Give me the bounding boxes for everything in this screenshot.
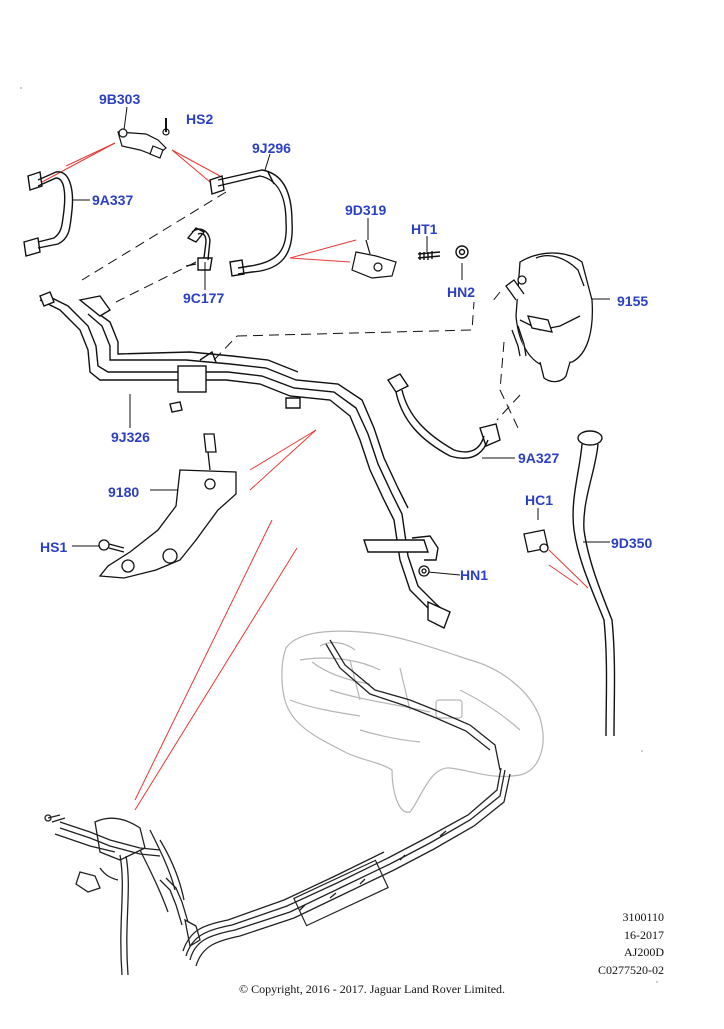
connector-9C177 [185,227,213,271]
callout-HS1: HS1 [40,539,68,555]
copyright-notice: © Copyright, 2016 - 2017. Jaguar Land Ro… [238,982,506,996]
callout-9180: 9180 [108,484,140,500]
callout-9C177: 9C177 [183,290,225,306]
callout-9J296: 9J296 [252,140,291,156]
callout-HN1: HN1 [460,567,489,583]
callout-HS2: HS2 [186,111,214,127]
leader-lines-red [41,142,589,811]
canister-9155 [505,252,594,383]
reference-code: 3100110 [622,910,664,924]
hose-9A327 [386,373,501,459]
hose-9J296 [209,169,293,277]
reference-illustration: C0277520-02 [598,962,664,977]
callout-9A327: 9A327 [518,450,560,466]
bolt-HT1 [417,251,441,260]
pipe-bundle-9J326 [39,291,451,629]
callout-9J326: 9J326 [111,429,150,445]
fuel-line-assembly-overview [44,639,511,976]
reference-date: 16-2017 [624,927,664,942]
callout-HT1: HT1 [411,221,438,237]
callout-9155: 9155 [617,293,649,309]
reference-engine: AJ200D [623,945,664,959]
nut-HN1 [418,565,430,577]
callout-9D319: 9D319 [345,202,387,218]
fuel-tank-ghost [281,630,544,813]
bracket-9D319 [351,239,397,279]
callout-9D350: 9D350 [611,535,653,551]
fill-pipe-9D350 [572,430,616,737]
callout-HC1: HC1 [525,492,554,508]
callout-HN2: HN2 [447,284,476,300]
bracket-9B303 [117,118,170,159]
bracket-9180 [98,433,237,579]
bolt-HS1 [98,539,125,553]
callout-9B303: 9B303 [99,91,141,107]
clip-HC1 [523,529,549,553]
callout-9A337: 9A337 [92,192,134,208]
reference-block: 3100110 16-2017 AJ200D C0277520-02 [544,909,664,979]
frame-ticks [20,87,658,983]
hose-9A337 [23,171,74,257]
nut-HN2 [455,245,469,259]
leader-lines-dashed [81,191,521,431]
